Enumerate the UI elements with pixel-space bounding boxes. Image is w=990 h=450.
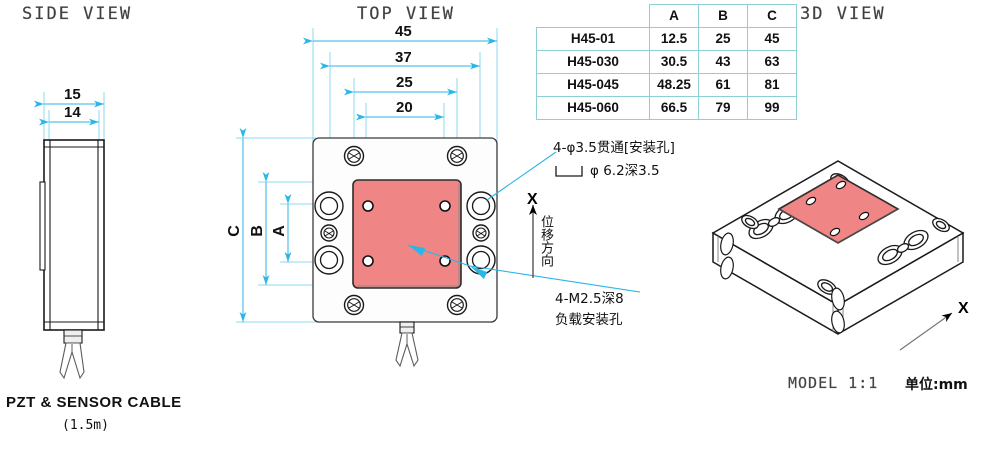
- through-hole-note-line1: 4-φ3.5贯通[安装孔]: [553, 140, 675, 156]
- table-header-a: A: [649, 4, 699, 28]
- load-mount-note-line2: 负载安装孔: [555, 312, 623, 328]
- value-a: 12.5: [649, 27, 699, 51]
- value-c: 45: [747, 27, 797, 51]
- top-dim-20: 20: [396, 99, 413, 116]
- model-scale-label: MODEL 1:1: [788, 374, 879, 392]
- top-view-title: TOP VIEW: [357, 4, 455, 24]
- table-header-c: C: [747, 4, 797, 28]
- model-name: H45-045: [536, 73, 650, 97]
- table-corner-cell: [536, 4, 650, 28]
- table-row: H45-060 66.5 79 99: [536, 96, 797, 120]
- value-b: 25: [698, 27, 748, 51]
- top-dim-45: 45: [395, 23, 412, 40]
- top-dim-37: 37: [395, 49, 412, 66]
- cable-caption: PZT & SENSOR CABLE: [6, 394, 182, 411]
- through-hole-note-line2: φ 6.2深3.5: [590, 163, 660, 179]
- side-view-geometry: [34, 92, 105, 380]
- load-mount-note-line1: 4-M2.5深8: [555, 291, 624, 307]
- displacement-direction-label: 位移方向: [538, 215, 553, 267]
- top-dim-b: B: [248, 225, 266, 237]
- value-b: 61: [698, 73, 748, 97]
- unit-label: 单位:mm: [905, 377, 968, 393]
- top-view-x-axis-label: X: [527, 191, 538, 208]
- side-dim-15: 15: [64, 86, 81, 103]
- value-b: 43: [698, 50, 748, 74]
- table-row: H45-01 12.5 25 45: [536, 27, 797, 51]
- three-d-view-title: 3D VIEW: [800, 4, 886, 24]
- top-dim-c: C: [225, 225, 243, 237]
- table-header-row: A B C: [536, 4, 797, 28]
- value-c: 63: [747, 50, 797, 74]
- table-row: H45-045 48.25 61 81: [536, 73, 797, 97]
- value-b: 79: [698, 96, 748, 120]
- side-view-title: SIDE VIEW: [22, 4, 133, 24]
- three-d-x-axis-label: X: [958, 300, 969, 317]
- side-dim-14: 14: [64, 104, 81, 121]
- table-row: H45-030 30.5 43 63: [536, 50, 797, 74]
- value-a: 48.25: [649, 73, 699, 97]
- top-dim-25: 25: [396, 74, 413, 91]
- model-name: H45-060: [536, 96, 650, 120]
- value-a: 30.5: [649, 50, 699, 74]
- value-c: 99: [747, 96, 797, 120]
- model-name: H45-030: [536, 50, 650, 74]
- top-view-geometry: [236, 28, 641, 368]
- three-d-view-geometry: [711, 160, 965, 351]
- table-header-b: B: [698, 4, 748, 28]
- cable-length: (1.5m): [62, 418, 109, 433]
- top-dim-a: A: [270, 225, 288, 237]
- value-c: 81: [747, 73, 797, 97]
- value-a: 66.5: [649, 96, 699, 120]
- model-name: H45-01: [536, 27, 650, 51]
- dimension-spec-table: A B C H45-01 12.5 25 45 H45-030 30.5 43 …: [536, 4, 797, 120]
